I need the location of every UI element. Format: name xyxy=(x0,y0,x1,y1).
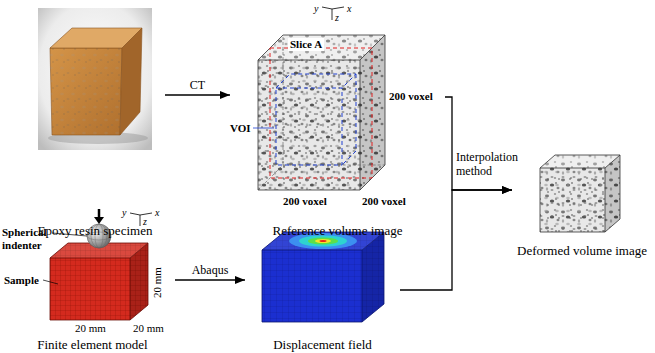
specimen-photo xyxy=(38,8,152,150)
cube-face xyxy=(130,243,148,320)
volume-panel: Deformed volume image xyxy=(512,148,652,258)
cube-face xyxy=(540,168,605,232)
cube-face xyxy=(50,258,130,320)
leader-line xyxy=(253,128,274,129)
shade xyxy=(130,243,148,320)
load-arrow xyxy=(98,209,101,218)
deformed-volume xyxy=(540,155,620,232)
cube-edge xyxy=(540,155,620,232)
axis-label: y xyxy=(314,3,318,15)
shade xyxy=(362,232,384,322)
dimension-label: 200 voxel xyxy=(283,195,327,208)
step-label: Interpolation method xyxy=(456,150,526,178)
axis-label: x xyxy=(155,207,159,219)
cube-face xyxy=(262,250,362,322)
axis-label: z xyxy=(143,216,147,228)
load-arrow xyxy=(94,217,104,224)
texture xyxy=(540,168,605,232)
caption: Deformed volume image xyxy=(515,243,649,258)
cube-face xyxy=(258,60,360,190)
cube-face xyxy=(50,48,122,135)
photo-panel: Epoxy resin specimen xyxy=(25,5,165,238)
slice-plane xyxy=(270,48,372,178)
cube-edge xyxy=(50,243,148,320)
displacement-field xyxy=(262,232,384,322)
leader-line xyxy=(43,280,58,284)
dimension-label: 20 mm xyxy=(75,322,106,335)
texture xyxy=(258,60,360,190)
caption: Displacement field xyxy=(271,337,374,352)
contour xyxy=(315,239,331,243)
dimension-label: 20 mm xyxy=(133,322,164,335)
dimension-label: 20 mm xyxy=(151,267,164,298)
flow-arrow xyxy=(165,94,230,95)
contour xyxy=(308,237,338,244)
axis-triad xyxy=(322,7,344,20)
cube-edge xyxy=(262,232,384,322)
callout-label: Sample xyxy=(4,274,39,287)
axis-label: z xyxy=(335,12,339,24)
edge-label: CT xyxy=(188,78,207,92)
caption: Epoxy resin specimen xyxy=(36,223,155,238)
contour xyxy=(320,240,327,242)
caption: Reference volume image xyxy=(271,223,405,238)
caption: Finite element model xyxy=(35,337,149,352)
flow-arrow xyxy=(175,279,245,280)
cube-edge xyxy=(258,35,385,190)
texture xyxy=(50,48,122,135)
callout-label: Spherical indenter xyxy=(2,226,56,252)
axis-label: y xyxy=(122,207,126,219)
callout-label: VOI xyxy=(230,122,251,135)
callout-label: Slice A xyxy=(288,38,324,51)
flow-arrow xyxy=(400,190,512,290)
photo-ground xyxy=(38,8,152,150)
volume-panel: Reference volume image xyxy=(230,5,445,238)
field-panel: Displacement field xyxy=(245,205,400,352)
voi-box xyxy=(276,74,356,165)
dimension-label: 200 voxel xyxy=(362,195,406,208)
hidden-edge xyxy=(258,35,385,190)
edge-label: Abaqus xyxy=(190,263,231,277)
cube-face xyxy=(120,28,142,135)
dimension-label: 200 voxel xyxy=(389,90,433,103)
cube-face xyxy=(362,232,384,322)
reference-volume xyxy=(253,35,385,190)
axis-label: x xyxy=(347,3,351,15)
